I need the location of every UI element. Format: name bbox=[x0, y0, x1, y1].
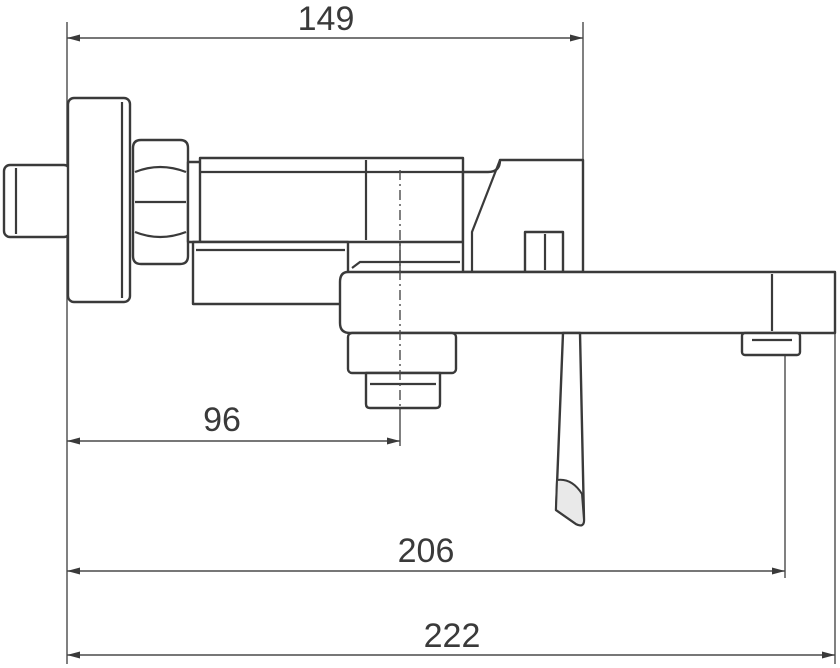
dimension-222-label: 222 bbox=[424, 617, 481, 655]
dimension-206-label: 206 bbox=[398, 532, 455, 570]
hex-nut bbox=[131, 138, 190, 266]
main-body bbox=[198, 156, 465, 244]
dimension-96-label: 96 bbox=[203, 401, 241, 439]
lower-body bbox=[191, 240, 350, 306]
spout bbox=[338, 260, 837, 335]
dimension-149-label: 149 bbox=[298, 0, 355, 38]
diverter-housing bbox=[461, 158, 585, 274]
wall-flange bbox=[66, 96, 132, 304]
dimension-149: 149 bbox=[67, 0, 583, 42]
inlet-stub bbox=[2, 163, 72, 239]
dimension-206: 206 bbox=[67, 532, 785, 575]
aerator bbox=[740, 331, 802, 357]
dimension-222: 222 bbox=[67, 617, 835, 659]
valve-stem bbox=[346, 331, 458, 410]
handle-lever bbox=[554, 331, 586, 527]
dimension-96: 96 bbox=[67, 401, 400, 445]
